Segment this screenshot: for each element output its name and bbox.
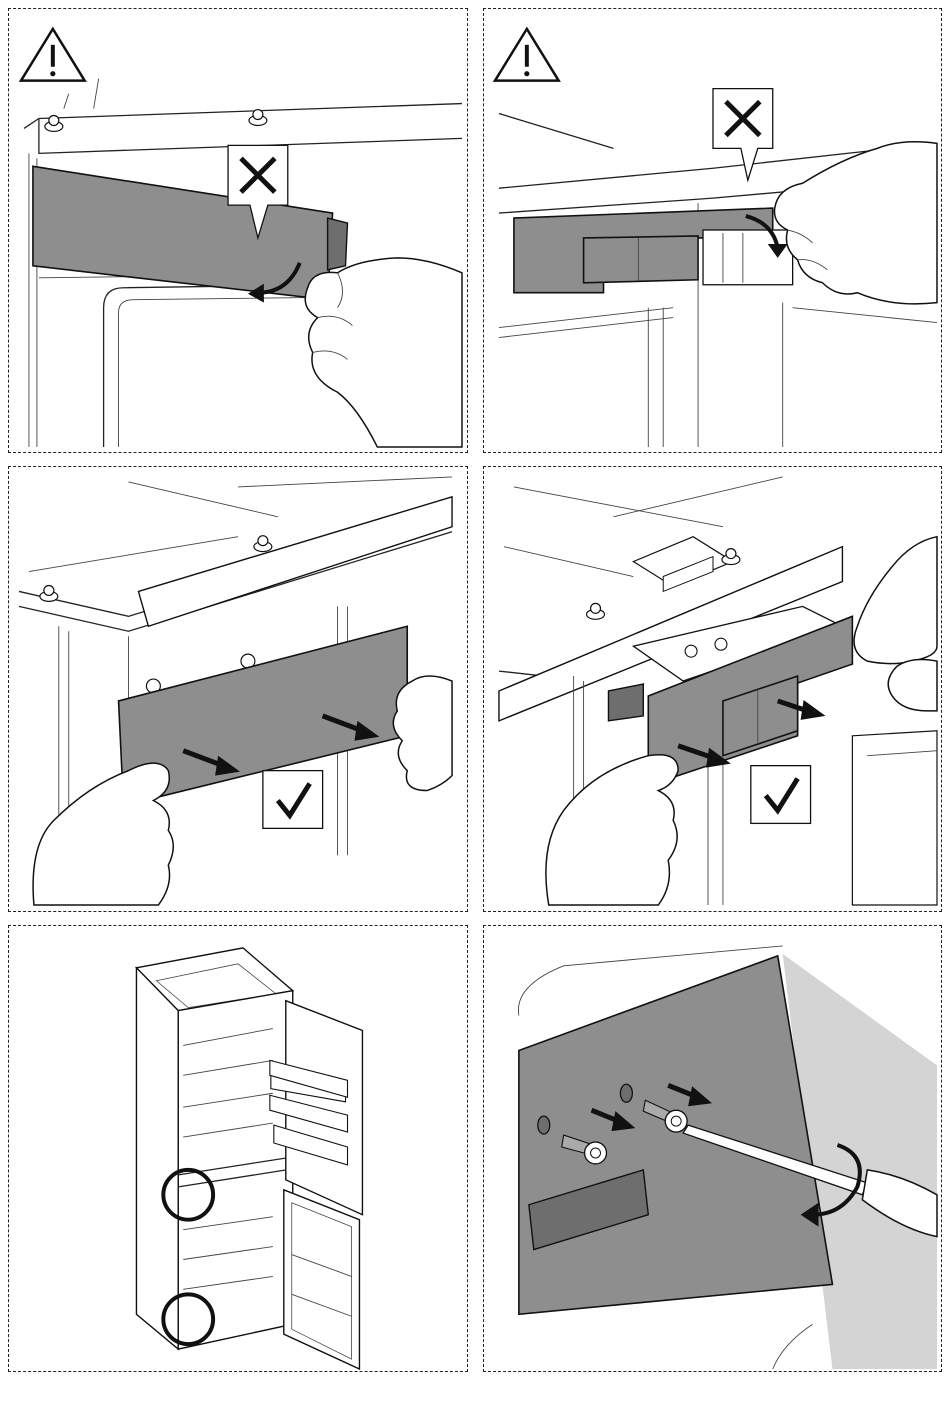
hand-illustration (33, 763, 173, 905)
warning-triangle-icon (495, 29, 559, 81)
screw-icon (722, 549, 740, 565)
hand-illustration (305, 258, 462, 447)
illustration-wrong-pull-down (9, 9, 467, 452)
hand-illustration (546, 755, 678, 905)
step-panel-4 (483, 466, 942, 912)
check-mark-icon (751, 766, 811, 824)
screw-icon (249, 110, 267, 126)
hand-illustration (888, 659, 937, 710)
screw-icon (254, 536, 272, 552)
step-panel-2 (483, 8, 942, 453)
check-mark-icon (263, 771, 323, 829)
step-panel-1 (8, 8, 468, 453)
refrigerator-illustration (136, 948, 362, 1369)
illustration-pull-cover-off-hinge (484, 467, 941, 911)
warning-triangle-icon (21, 29, 85, 81)
step-panel-5 (8, 925, 468, 1372)
step-panel-3 (8, 466, 468, 912)
hand-illustration (854, 537, 937, 664)
cross-mark-icon (713, 89, 773, 181)
illustration-screw-panel (484, 926, 941, 1371)
cover-panel (519, 956, 833, 1314)
screw-icon (587, 603, 605, 619)
step-panel-6 (483, 925, 942, 1372)
illustration-fridge-overview (9, 926, 467, 1371)
hand-illustration (393, 676, 452, 790)
screw-icon (40, 585, 58, 601)
illustration-pull-cover-forward (9, 467, 467, 911)
hand-illustration (774, 142, 937, 304)
illustration-wrong-pull-hinge (484, 9, 941, 452)
